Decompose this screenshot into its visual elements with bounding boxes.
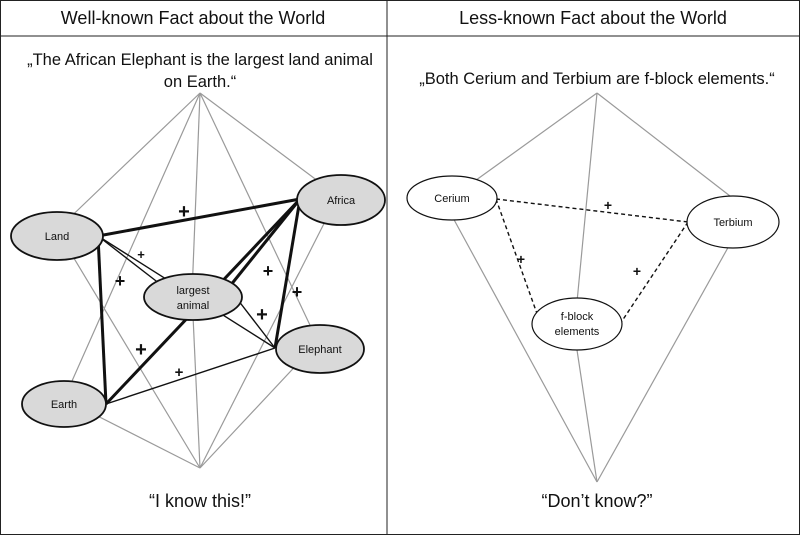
node-africa-label: Africa (327, 195, 356, 207)
edge-africa-elephant (273, 198, 302, 349)
right-header: Less-known Fact about the World (459, 8, 727, 28)
node-africa: Africa (296, 174, 386, 226)
plus-cerium-terbium: + (604, 197, 612, 213)
plus-earth-elephant: + (175, 364, 184, 381)
edge-terbium-fblock (619, 221, 689, 325)
left-bottom-text: “I know this!” (149, 491, 251, 511)
left-strong-edges (96, 197, 302, 406)
edge-bottom-largest (191, 293, 201, 469)
node-cerium: Cerium (406, 175, 498, 221)
edge-bottom-africa (199, 195, 339, 469)
plus-land-earth: + (115, 271, 126, 291)
plus-cerium-fblock: + (517, 251, 525, 267)
right-bottom-text: “Don’t know?” (541, 491, 652, 511)
node-land-label: Land (45, 231, 69, 243)
node-elephant-label: Elephant (298, 344, 341, 356)
edge-earth-elephant (105, 347, 276, 405)
edge-largest-elephant (237, 299, 276, 349)
plus-africa-earth: + (135, 339, 147, 361)
edge-land-earth (96, 235, 108, 405)
node-fblock-label-1: f-block (561, 311, 594, 323)
edge-bottom-fblock (576, 349, 598, 483)
node-land: Land (10, 211, 104, 261)
node-terbium-label: Terbium (713, 217, 752, 229)
edge-cerium-terbium (495, 198, 689, 223)
right-diagram: „Both Cerium and Terbium are f-block ele… (406, 70, 780, 511)
node-largest-label-2: animal (177, 300, 209, 312)
plus-largest-elephant: + (256, 304, 268, 326)
edge-apex-cerium (471, 92, 598, 184)
edge-apex-land (56, 92, 201, 231)
edge-bottom-land (56, 229, 201, 469)
right-quote: „Both Cerium and Terbium are f-block ele… (419, 70, 775, 88)
node-fblock-elements: f-block elements (531, 297, 623, 351)
node-largest-label-1: largest (176, 285, 209, 297)
plus-africa-largest: + (263, 261, 274, 281)
right-dashed-edges (495, 198, 689, 325)
plus-land-africa: + (178, 201, 190, 223)
edge-land-largest (97, 235, 161, 285)
edge-apex-elephant (199, 92, 319, 343)
edge-land-africa (97, 197, 301, 238)
node-earth-label: Earth (51, 399, 77, 411)
node-largest-animal: largest animal (143, 273, 243, 321)
left-header: Well-known Fact about the World (61, 8, 325, 28)
edge-cerium-fblock (495, 198, 541, 323)
edge-bottom-terbium (596, 243, 731, 483)
node-earth: Earth (21, 380, 107, 428)
plus-land-largest: + (137, 247, 145, 262)
node-terbium: Terbium (686, 195, 780, 249)
node-fblock-label-2: elements (555, 326, 600, 338)
left-diagram: „The African Elephant is the largest lan… (10, 51, 386, 511)
left-quote-line1: „The African Elephant is the largest lan… (27, 51, 373, 69)
plus-terbium-fblock: + (633, 263, 641, 279)
edge-bottom-cerium (451, 215, 598, 483)
node-cerium-label: Cerium (434, 193, 469, 205)
right-thin-edges (451, 92, 731, 483)
left-quote-line2: on Earth.“ (164, 73, 236, 91)
edge-apex-fblock (576, 92, 598, 303)
edge-apex-largest (191, 92, 201, 295)
edge-apex-earth (63, 92, 201, 400)
node-elephant: Elephant (275, 324, 365, 374)
plus-africa-elephant: + (292, 282, 303, 302)
edge-apex-terbium (596, 92, 731, 197)
